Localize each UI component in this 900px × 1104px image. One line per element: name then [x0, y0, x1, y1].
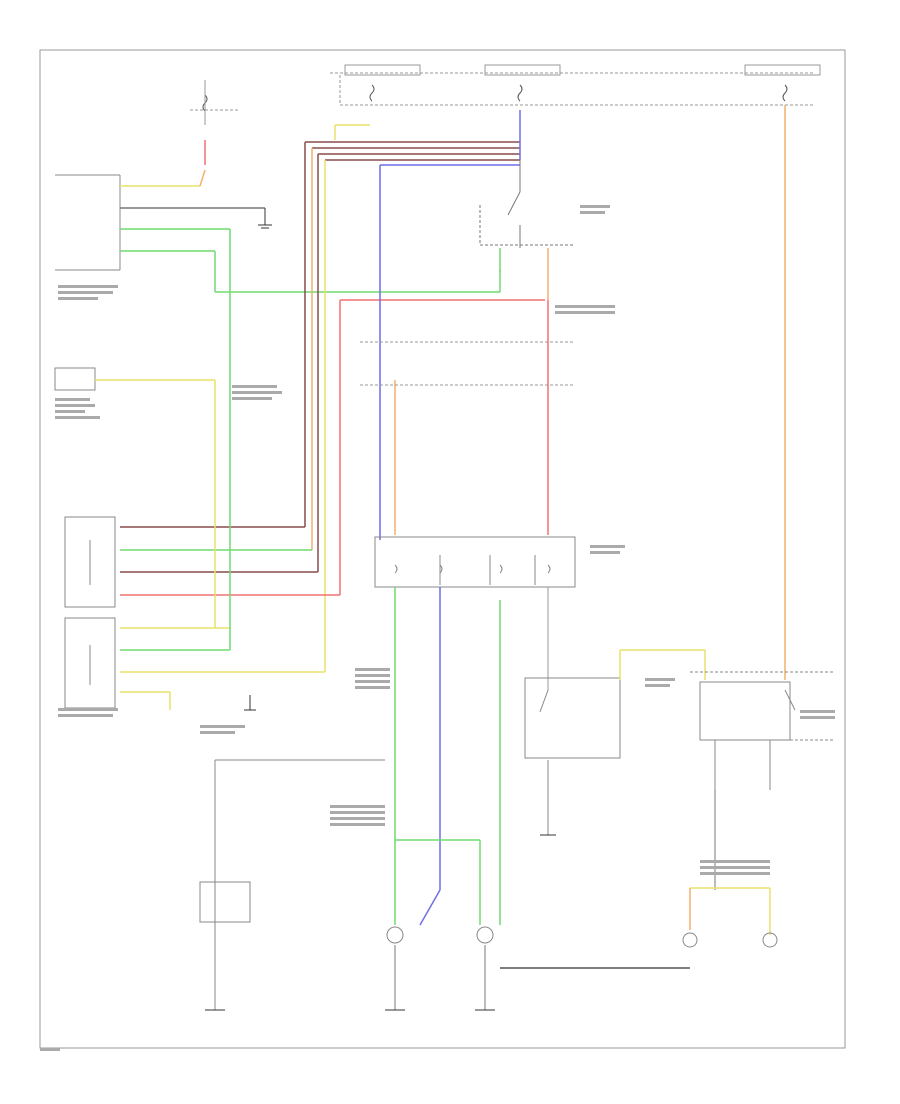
relay-block-wires	[120, 380, 231, 710]
top-power-bus	[330, 64, 821, 106]
colored-vertical-wires	[120, 105, 786, 680]
dimmer-module	[199, 759, 385, 1011]
fog-lamp-wires	[500, 887, 771, 969]
brake-switch	[479, 160, 575, 300]
left-fog-lamp	[682, 932, 698, 948]
ground-symbol-relay	[244, 695, 256, 711]
lower-feed-wires	[394, 587, 549, 926]
fuse-symbols-top	[202, 84, 788, 112]
right-fog-lamp	[762, 932, 778, 948]
fog-lamp-switch	[524, 649, 706, 836]
headlamp-relay-block	[64, 516, 116, 709]
sensor-box	[54, 367, 96, 391]
headlamp-ground-wires	[385, 945, 495, 1011]
fog-lamp-relay	[690, 671, 835, 890]
relay-section	[360, 300, 575, 535]
left-headlamp	[386, 926, 404, 944]
ground-symbol-upper	[258, 208, 272, 229]
central-fuse-box	[374, 536, 576, 588]
right-headlamp	[476, 926, 494, 944]
left-module-wires	[120, 169, 501, 385]
ignition-switch-feed	[190, 80, 240, 165]
left-control-module	[55, 174, 121, 271]
diagram-frame	[39, 49, 846, 1049]
component-labels	[40, 205, 835, 1051]
dark-wire-bundle	[120, 141, 520, 573]
